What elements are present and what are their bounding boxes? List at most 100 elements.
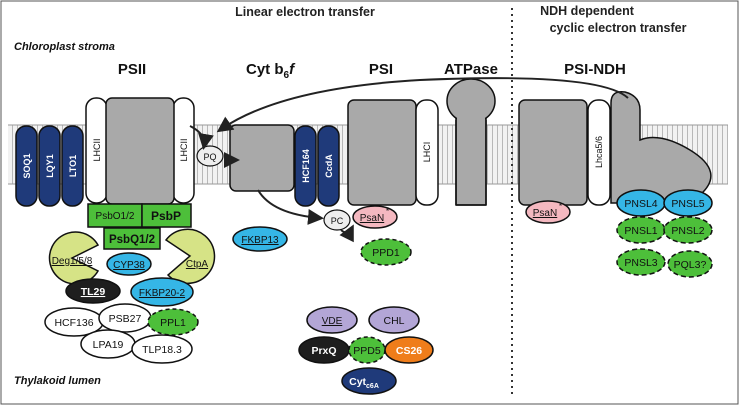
ccda-protein: CcdA xyxy=(317,125,340,207)
svg-text:CtpA: CtpA xyxy=(186,259,209,270)
tlp18-protein: TLP18.3 xyxy=(131,334,193,364)
svg-text:PSB27: PSB27 xyxy=(109,313,142,325)
arrow-cytb6f-to-pc xyxy=(257,189,324,225)
svg-text:PPD1: PPD1 xyxy=(372,247,400,259)
svg-text:CS26: CS26 xyxy=(396,345,422,357)
svg-text:PNSL5: PNSL5 xyxy=(671,198,704,210)
svg-text:LPA19: LPA19 xyxy=(93,339,124,351)
svg-text:HCF164: HCF164 xyxy=(301,149,311,183)
lto1-protein: LTO1 xyxy=(61,125,84,207)
ppd5-protein: PPD5 xyxy=(348,336,386,364)
psi-title: PSI xyxy=(369,61,393,78)
deg-protease: Deg1/5/8 xyxy=(48,231,100,285)
arrow-pc-to-psi xyxy=(339,224,354,243)
vde-protein: VDE xyxy=(306,306,358,334)
ppd1-protein: PPD1 xyxy=(360,238,412,266)
ppl1-protein: PPL1 xyxy=(147,308,199,336)
svg-text:PNSL4: PNSL4 xyxy=(624,198,657,210)
pnsl1-protein: PNSL1 xyxy=(616,216,666,244)
fkbp13-protein: FKBP13 xyxy=(232,226,288,252)
svg-text:Deg1/5/8: Deg1/5/8 xyxy=(52,256,93,267)
psii-title: PSII xyxy=(118,61,146,78)
hcf164-protein: HCF164 xyxy=(294,125,317,207)
psbp-protein: PsbP xyxy=(141,203,192,228)
svg-text:PC: PC xyxy=(331,216,344,226)
cytb6f-complex xyxy=(229,124,295,192)
arrow-psii-to-pq xyxy=(189,125,214,150)
psi-ndh-core xyxy=(518,99,588,206)
svg-text:PNSL2: PNSL2 xyxy=(671,225,704,237)
tl29-protein: TL29 xyxy=(65,278,121,304)
svg-text:FKBP13: FKBP13 xyxy=(241,235,279,246)
pq-carrier: PQ xyxy=(196,145,224,167)
cs26-protein: CS26 xyxy=(384,336,434,364)
pc-carrier: PC xyxy=(323,209,351,231)
svg-text:PNSL1: PNSL1 xyxy=(624,225,657,237)
svg-text:LHCII: LHCII xyxy=(92,138,102,161)
pql3-protein: PQL3? xyxy=(667,250,713,278)
psan-psi-protein: PsaN * xyxy=(352,205,398,229)
svg-text:VDE: VDE xyxy=(322,316,343,327)
header-ndh-line1: NDH dependent xyxy=(540,4,635,18)
psi-core xyxy=(347,99,417,206)
lhcii-left: LHCII xyxy=(85,97,108,204)
svg-text:Lhca5/6: Lhca5/6 xyxy=(594,136,604,168)
svg-text:TL29: TL29 xyxy=(81,286,106,298)
svg-text:CcdA: CcdA xyxy=(324,154,334,178)
svg-text:PrxQ: PrxQ xyxy=(311,345,336,357)
hcf136-protein: HCF136 xyxy=(44,307,104,337)
arrow-pq-to-cytb6f xyxy=(223,151,240,168)
pnsl4-protein: PNSL4 xyxy=(616,189,666,217)
cytb6f-title: Cyt b6f xyxy=(246,61,296,81)
cyp38-protein: CYP38 xyxy=(106,252,152,276)
psbq-protein: PsbQ1/2 xyxy=(103,227,161,250)
pnsl3-protein: PNSL3 xyxy=(616,248,666,276)
svg-text:TLP18.3: TLP18.3 xyxy=(142,344,182,356)
psan-ndh-protein: PsaN * xyxy=(525,200,571,224)
svg-text:PNSL3: PNSL3 xyxy=(624,257,657,269)
svg-text:PsaN: PsaN xyxy=(360,213,384,224)
svg-text:PPD5: PPD5 xyxy=(353,345,381,357)
header-ndh-line2: cyclic electron transfer xyxy=(550,21,687,35)
svg-text:*: * xyxy=(559,202,562,211)
stroma-label: Chloroplast stroma xyxy=(14,41,115,53)
psbo-protein: PsbO1/2 xyxy=(87,203,143,228)
atpase-complex xyxy=(446,78,496,206)
pnsl2-protein: PNSL2 xyxy=(663,216,713,244)
lpa19-protein: LPA19 xyxy=(80,329,136,359)
lhci-protein: LHCI xyxy=(415,99,439,206)
svg-text:PQ: PQ xyxy=(203,152,216,162)
svg-text:CYP38: CYP38 xyxy=(113,260,145,271)
svg-text:CHL: CHL xyxy=(383,315,404,327)
psi-ndh-title: PSI-NDH xyxy=(564,61,626,78)
svg-text:HCF136: HCF136 xyxy=(54,317,93,329)
lumen-label: Thylakoid lumen xyxy=(14,375,101,387)
pnsl5-protein: PNSL5 xyxy=(663,189,713,217)
header-linear: Linear electron transfer xyxy=(235,5,375,19)
atpase-title: ATPase xyxy=(444,61,498,78)
svg-text:*: * xyxy=(386,207,389,216)
svg-text:PPL1: PPL1 xyxy=(160,317,186,329)
svg-text:LQY1: LQY1 xyxy=(45,154,55,178)
ctpa-protease: CtpA xyxy=(164,228,216,285)
svg-text:LHCI: LHCI xyxy=(422,142,432,163)
svg-text:PQL3?: PQL3? xyxy=(674,259,707,271)
svg-text:PsbP: PsbP xyxy=(151,209,181,223)
svg-text:LTO1: LTO1 xyxy=(68,155,78,177)
svg-text:FKBP20-2: FKBP20-2 xyxy=(139,288,186,299)
prxq-protein: PrxQ xyxy=(298,336,350,364)
svg-text:PsaN: PsaN xyxy=(533,208,557,219)
svg-text:Cytc6A: Cytc6A xyxy=(349,376,379,390)
cytc6a-protein: Cytc6A xyxy=(341,367,397,395)
svg-text:PsbO1/2: PsbO1/2 xyxy=(96,211,135,222)
lhca56-protein: Lhca5/6 xyxy=(587,99,611,206)
fkbp20-protein: FKBP20-2 xyxy=(130,277,194,307)
svg-text:LHCII: LHCII xyxy=(179,138,189,161)
chl-protein: CHL xyxy=(368,306,420,334)
arrow-cyclic-to-pq xyxy=(216,77,629,133)
lhcii-right: LHCII xyxy=(172,97,195,204)
svg-text:SOQ1: SOQ1 xyxy=(22,153,32,178)
